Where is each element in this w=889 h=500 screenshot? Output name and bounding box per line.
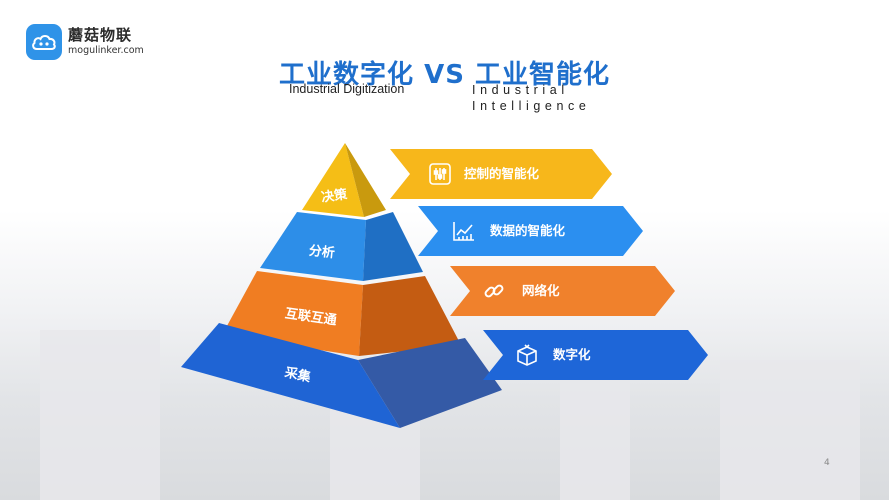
cube-box-icon [515, 343, 539, 367]
cloud-icon [26, 24, 62, 60]
background-machine-left [40, 330, 160, 500]
line-chart-icon [452, 219, 476, 243]
arrow-control-intelligence: 控制的智能化 [390, 149, 612, 199]
arrow-data-intelligence: 数据的智能化 [418, 206, 643, 256]
brand-logo[interactable]: 蘑菇物联 mogulinker.com [26, 24, 144, 60]
arrow-networking: 网络化 [450, 266, 675, 316]
pyramid-level-3-front [260, 212, 366, 281]
pyramid-level-4-side [345, 143, 386, 217]
background-machine-far-right [720, 360, 860, 500]
pyramid-level-1-side [358, 338, 502, 428]
brand-name: 蘑菇物联 [68, 26, 133, 45]
pyramid-label-decision: 决策 [320, 187, 349, 206]
chain-link-icon [482, 279, 506, 303]
arrow-digitization: 数字化 [483, 330, 708, 380]
brand-domain: mogulinker.com [68, 45, 144, 57]
pyramid-level-2-side [359, 276, 461, 356]
subtitle-intelligence: Industrial Intelligence [472, 82, 590, 114]
subtitle-intelligence-line2: Intelligence [472, 99, 591, 113]
arrow-label-networking: 网络化 [522, 283, 560, 298]
arrow-label-digitization: 数字化 [553, 347, 591, 362]
page-title: 工业数字化 VS 工业智能化 [279, 60, 610, 90]
pyramid-level-1-front [181, 323, 400, 428]
pyramid-level-4-front [302, 143, 364, 217]
arrow-label-control-intelligence: 控制的智能化 [464, 166, 540, 181]
subtitle-digitization: Industrial Digitization [289, 82, 405, 96]
pyramid-label-analysis: 分析 [308, 243, 336, 262]
subtitle-intelligence-line1: Industrial [472, 83, 569, 97]
control-sliders-icon [428, 162, 452, 186]
page-number: 4 [824, 458, 830, 468]
arrow-label-data-intelligence: 数据的智能化 [490, 223, 566, 238]
pyramid-level-3-side [363, 212, 423, 281]
